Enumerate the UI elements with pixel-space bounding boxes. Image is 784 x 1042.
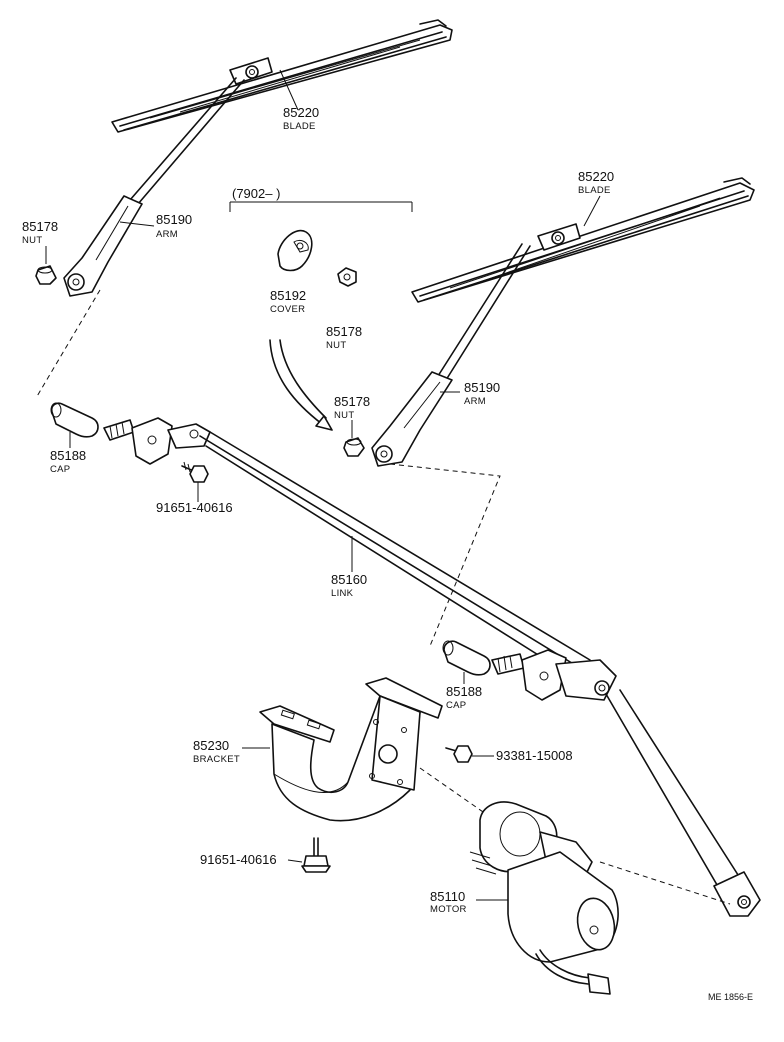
bolt-lower-drawing xyxy=(301,837,331,873)
part-name: ARM xyxy=(464,396,486,407)
bolt-upper-drawing xyxy=(181,461,209,483)
pivot-left-drawing xyxy=(103,417,211,465)
part-name: NUT xyxy=(326,340,346,351)
part-number: 85188 xyxy=(50,448,86,463)
label-arm-right: 85190 ARM xyxy=(464,380,500,407)
label-bolt-upper: 91651-40616 xyxy=(156,500,233,515)
cap-left-drawing xyxy=(50,402,99,438)
part-number: 85110 xyxy=(430,889,465,904)
part-name: BRACKET xyxy=(193,754,240,765)
part-number: 85220 xyxy=(283,105,319,120)
part-name: ARM xyxy=(156,229,178,240)
cap-right-drawing xyxy=(442,640,491,676)
label-motor: 85110 MOTOR xyxy=(430,889,467,915)
part-number: 85178 xyxy=(334,394,370,409)
part-name: BLADE xyxy=(283,121,316,132)
part-number: 91651-40616 xyxy=(200,852,277,867)
part-labels: 85220 BLADE 85220 BLADE 85178 NUT 85190 … xyxy=(22,105,753,1002)
arm-left-drawing xyxy=(63,77,245,297)
blade-left-drawing xyxy=(111,19,453,133)
bracket-drawing xyxy=(259,677,443,822)
blade-right-drawing xyxy=(411,177,755,303)
label-cap-right: 85188 CAP xyxy=(446,684,482,711)
part-number: 85192 xyxy=(270,288,306,303)
part-name: MOTOR xyxy=(430,904,467,915)
bolt-motor-drawing xyxy=(445,745,473,763)
label-cover: 85192 COVER xyxy=(270,288,306,315)
nut-cover-drawing xyxy=(337,267,357,287)
figure-code: ME 1856-E xyxy=(708,992,753,1002)
part-name: COVER xyxy=(270,304,305,315)
part-number: 85178 xyxy=(326,324,362,339)
part-number: 85230 xyxy=(193,738,229,753)
label-nut-right: 85178 NUT xyxy=(334,394,370,421)
nut-right-drawing xyxy=(343,437,365,457)
dashed-connectors xyxy=(35,289,731,905)
label-nut-left: 85178 NUT xyxy=(22,219,58,246)
part-name: BLADE xyxy=(578,185,611,196)
link-drawing xyxy=(199,431,591,681)
pivot-right-drawing xyxy=(491,649,761,917)
label-arm-left: 85190 ARM xyxy=(156,212,192,240)
part-name: LINK xyxy=(331,588,354,599)
nut-left-drawing xyxy=(35,265,57,285)
motor-drawing xyxy=(469,801,619,995)
label-bracket: 85230 BRACKET xyxy=(193,738,240,765)
label-blade-right: 85220 BLADE xyxy=(578,169,614,196)
part-number: 91651-40616 xyxy=(156,500,233,515)
part-name: NUT xyxy=(22,235,42,246)
cover-arrow xyxy=(269,339,333,431)
label-link: 85160 LINK xyxy=(331,572,367,599)
label-nut-cover: 85178 NUT xyxy=(326,324,362,351)
leader-lines xyxy=(45,69,601,901)
part-number: 85190 xyxy=(156,212,192,227)
part-name: NUT xyxy=(334,410,354,421)
part-name: CAP xyxy=(446,700,466,711)
date-range-bracket: (7902– ) xyxy=(229,186,413,212)
date-range-label: (7902– ) xyxy=(232,186,280,201)
part-number: 85178 xyxy=(22,219,58,234)
label-cap-left: 85188 CAP xyxy=(50,448,86,475)
part-number: 85190 xyxy=(464,380,500,395)
cover-drawing xyxy=(277,229,313,272)
label-blade-left: 85220 BLADE xyxy=(283,105,319,132)
part-number: 85188 xyxy=(446,684,482,699)
part-name: CAP xyxy=(50,464,70,475)
part-number: 85220 xyxy=(578,169,614,184)
label-bolt-lower: 91651-40616 xyxy=(200,852,277,867)
arm-right-drawing xyxy=(371,243,531,467)
part-number: 85160 xyxy=(331,572,367,587)
part-number: 93381-15008 xyxy=(496,748,573,763)
label-bolt-motor: 93381-15008 xyxy=(496,748,573,763)
